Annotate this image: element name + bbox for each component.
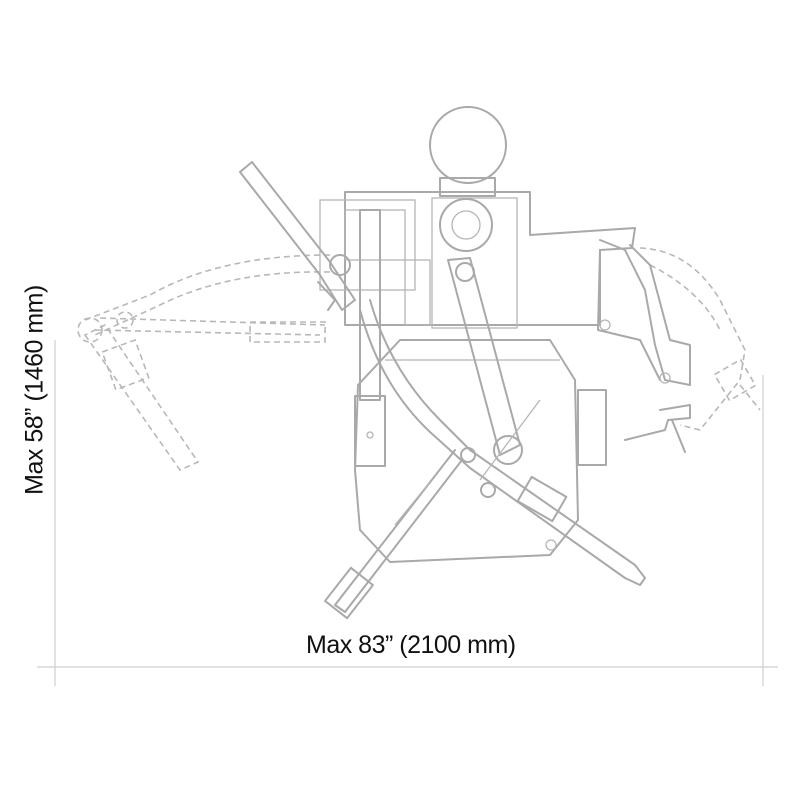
width-dimension-label: Max 83” (2100 mm) — [306, 631, 516, 659]
dashed-right-arm-position — [639, 247, 761, 431]
leg-bars — [324, 299, 646, 620]
upper-frame — [319, 191, 636, 329]
main-body — [354, 339, 607, 563]
right-lever-assembly — [597, 239, 691, 453]
machine-head — [429, 106, 507, 197]
height-dimension-label: Max 58” (1460 mm) — [20, 285, 49, 495]
vertical-arm — [354, 209, 386, 467]
dashed-left-arm-position — [77, 254, 331, 471]
center-linkage — [447, 257, 523, 465]
dimension-lines — [37, 340, 778, 686]
upper-handle — [239, 161, 356, 311]
